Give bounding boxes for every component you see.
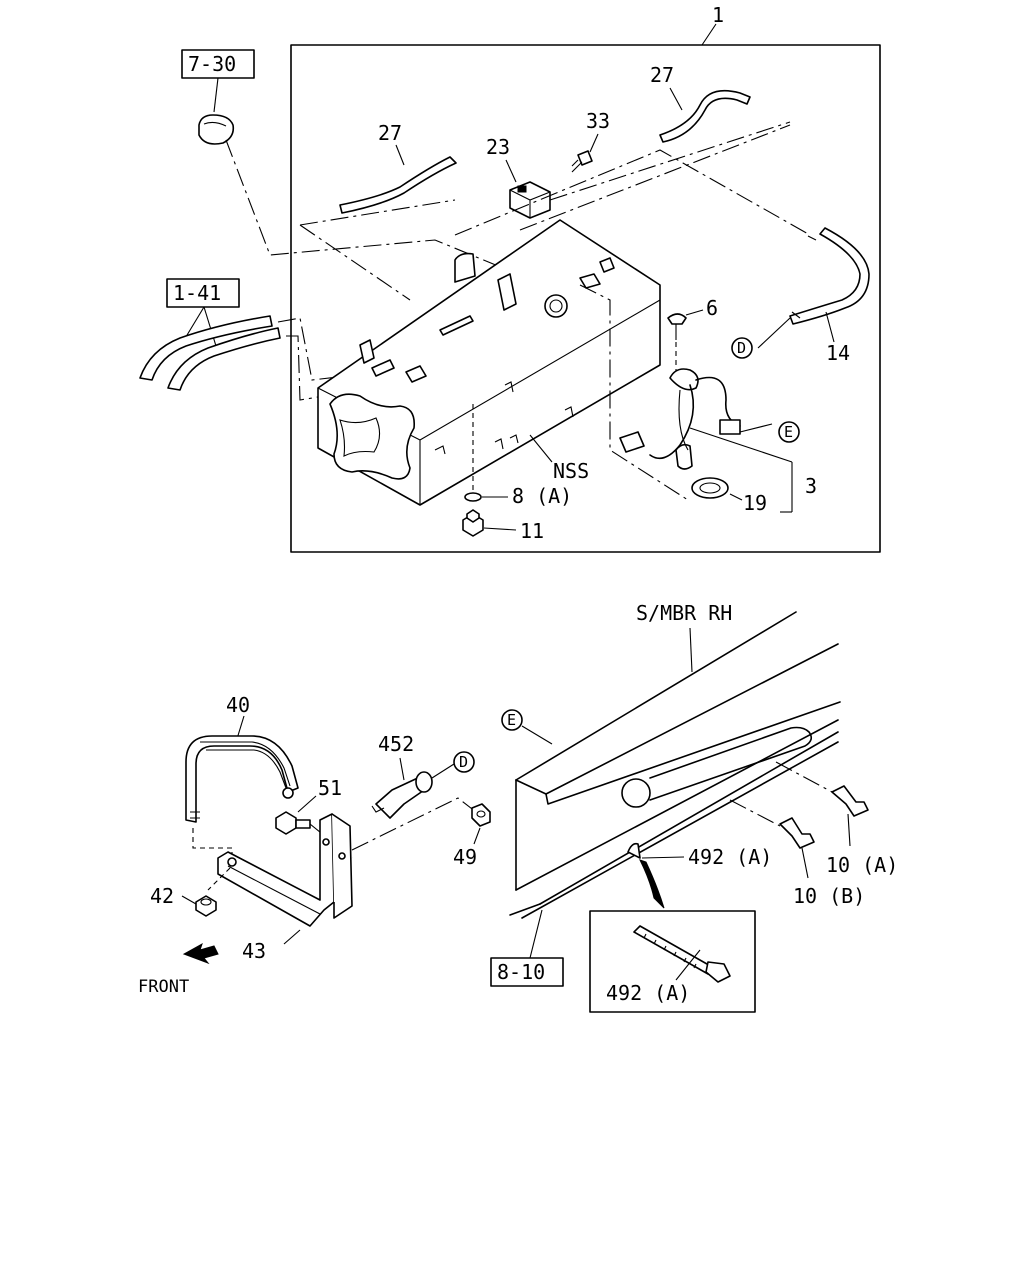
fuel-tank-nss bbox=[317, 219, 661, 506]
callout-14: 14 bbox=[826, 341, 850, 365]
filler-cap bbox=[198, 114, 235, 145]
bolt-51 bbox=[275, 811, 311, 835]
callout-e-bottom: E bbox=[507, 711, 516, 729]
callout-nss: NSS bbox=[553, 459, 589, 483]
fuel-pipes-1-41 bbox=[139, 315, 281, 391]
callout-e-top: E bbox=[784, 423, 793, 441]
nut-49 bbox=[471, 803, 491, 827]
callout-33: 33 bbox=[586, 109, 610, 133]
marker-d-bottom bbox=[453, 751, 475, 773]
breather-hose-left bbox=[339, 156, 457, 214]
side-member-rh bbox=[509, 611, 841, 919]
callout-492a-2: 492 (A) bbox=[606, 981, 690, 1005]
callout-11: 11 bbox=[520, 519, 544, 543]
cable-tie-492a bbox=[633, 925, 731, 983]
callout-1: 1 bbox=[712, 3, 724, 27]
breather-hose-right bbox=[659, 89, 751, 143]
callout-8-10: 8-10 bbox=[497, 960, 545, 984]
drain-plug-11 bbox=[462, 509, 484, 537]
callout-d-bottom: D bbox=[459, 753, 468, 771]
front-arrow-icon bbox=[182, 942, 219, 965]
callout-6: 6 bbox=[706, 296, 718, 320]
label-side-member-rh: S/MBR RH bbox=[636, 601, 732, 625]
fuel-sender-unit-3 bbox=[619, 368, 741, 470]
callout-10b: 10 (B) bbox=[793, 884, 865, 908]
marker-d-top bbox=[731, 337, 753, 359]
callout-27a: 27 bbox=[378, 121, 402, 145]
tank-band-40 bbox=[185, 735, 299, 823]
callout-51: 51 bbox=[318, 776, 342, 800]
seal-ring-19 bbox=[691, 477, 729, 499]
ref-box-8-10 bbox=[490, 957, 564, 987]
callout-23: 23 bbox=[486, 135, 510, 159]
callout-27b: 27 bbox=[650, 63, 674, 87]
bracket-23 bbox=[509, 181, 551, 219]
callout-10a: 10 (A) bbox=[826, 853, 898, 877]
ref-box-1-41 bbox=[166, 278, 240, 308]
callout-8a: 8 (A) bbox=[512, 484, 572, 508]
callout-49: 49 bbox=[453, 845, 477, 869]
callout-19: 19 bbox=[743, 491, 767, 515]
callout-7-30: 7-30 bbox=[188, 52, 236, 76]
clip-10a bbox=[831, 785, 869, 817]
callout-42: 42 bbox=[150, 884, 174, 908]
clip-10b bbox=[779, 817, 815, 849]
marker-e-top bbox=[778, 421, 800, 443]
callout-1-41: 1-41 bbox=[173, 281, 221, 305]
callout-43: 43 bbox=[242, 939, 266, 963]
screw-6 bbox=[667, 313, 687, 340]
assembly-frame bbox=[290, 44, 881, 553]
callout-452: 452 bbox=[378, 732, 414, 756]
callout-3: 3 bbox=[805, 474, 817, 498]
callout-40: 40 bbox=[226, 693, 250, 717]
connector-452 bbox=[371, 771, 433, 819]
washer-8a bbox=[464, 492, 482, 502]
detail-box-cable-tie bbox=[589, 910, 756, 1013]
nut-42 bbox=[195, 895, 217, 917]
label-front: FRONT bbox=[138, 977, 189, 997]
callout-492a-1: 492 (A) bbox=[688, 845, 772, 869]
bracket-43 bbox=[217, 813, 353, 927]
fuel-hose-14 bbox=[789, 227, 870, 325]
screw-33 bbox=[571, 150, 593, 173]
marker-e-bottom bbox=[501, 709, 523, 731]
leader-arrow-detail bbox=[639, 859, 665, 909]
callout-d-top: D bbox=[737, 339, 746, 357]
